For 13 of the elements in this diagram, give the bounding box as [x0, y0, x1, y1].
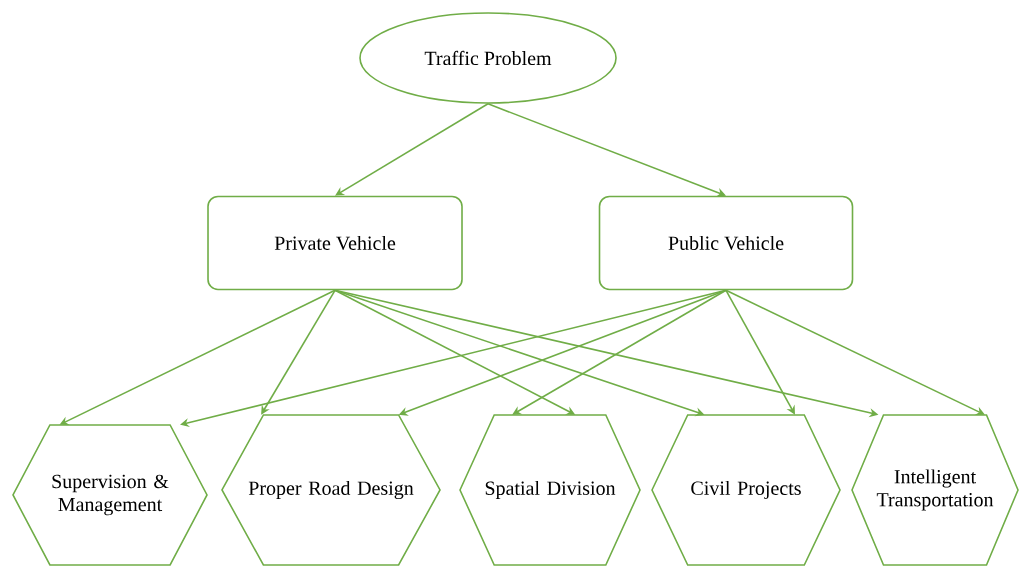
arrow: [512, 289, 727, 415]
arrow: [725, 289, 985, 415]
arrow: [335, 103, 489, 196]
solution-hexagon: Intelligent Transportation: [851, 414, 1019, 566]
solution-hexagon: Proper Road Design: [221, 414, 441, 566]
solution-hexagon: Supervision & Management: [12, 424, 208, 566]
solution-hexagon: Civil Projects: [651, 414, 841, 566]
arrow: [487, 103, 726, 197]
solution-hexagon: Spatial Division: [459, 414, 641, 566]
vehicle-box: Private Vehicle: [207, 195, 463, 291]
arrow: [725, 289, 795, 415]
vehicle-box: Public Vehicle: [598, 195, 854, 291]
arrow: [261, 289, 336, 415]
